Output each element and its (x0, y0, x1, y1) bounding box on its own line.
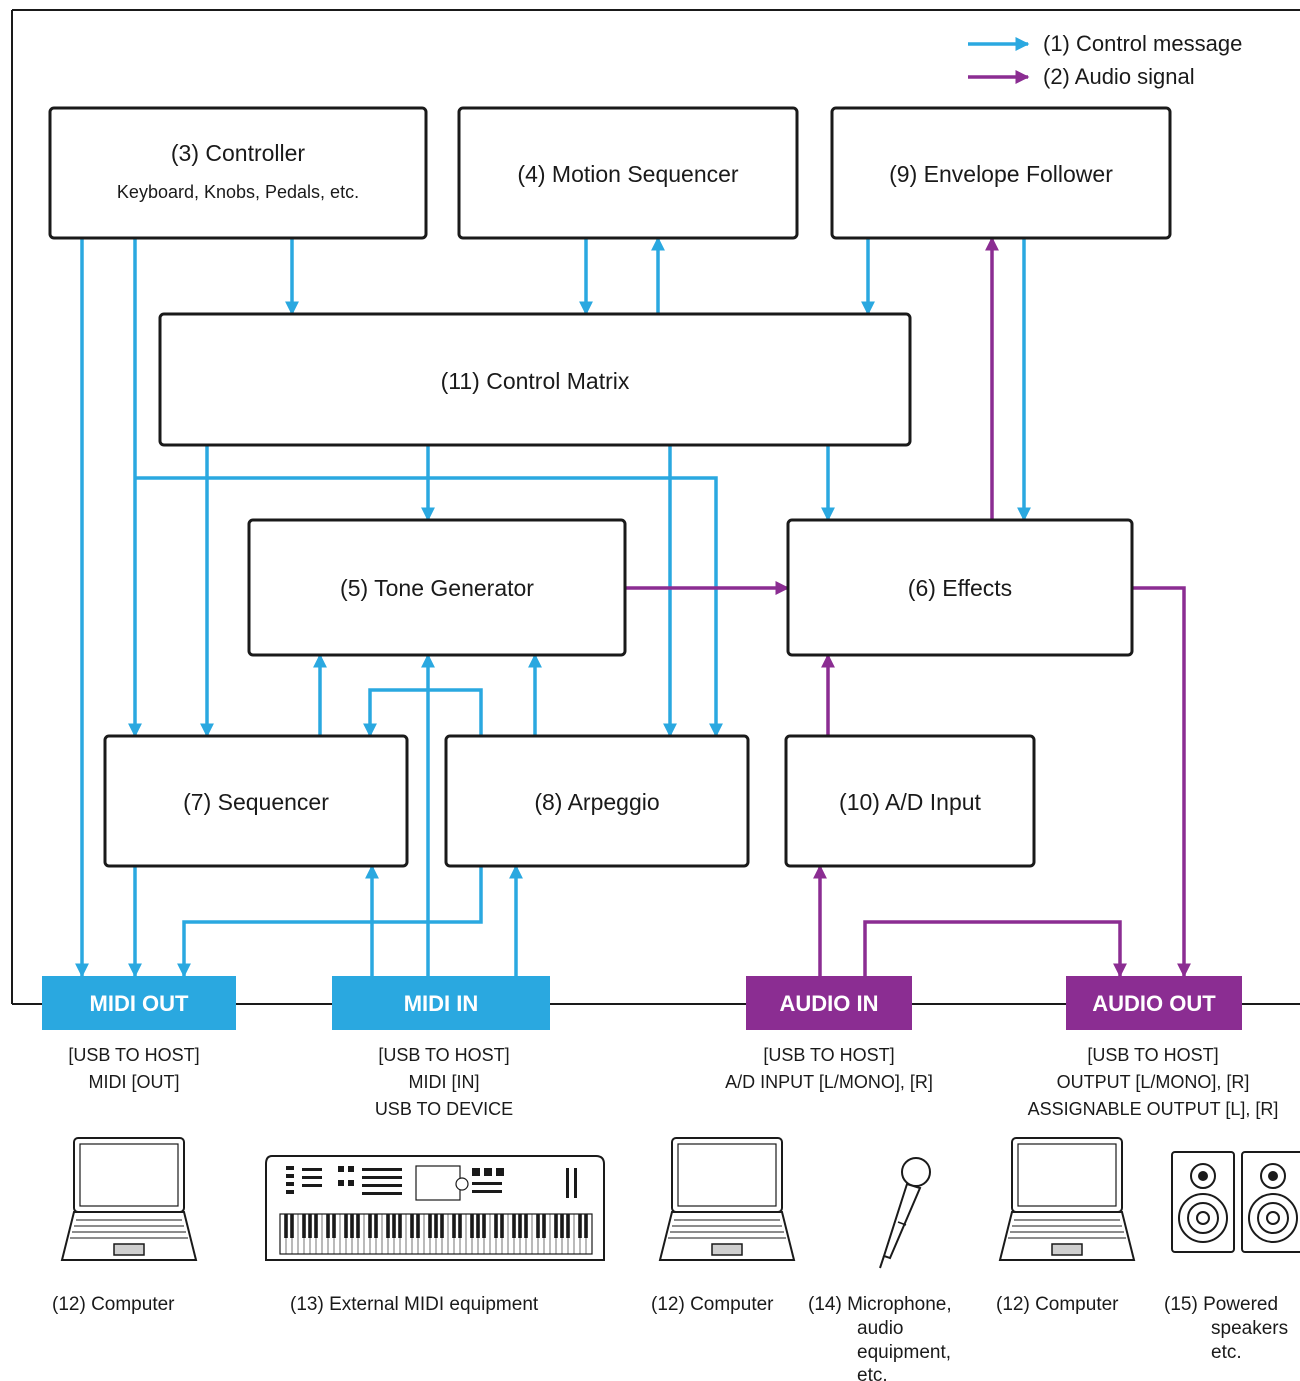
port-desc-line: USB TO DEVICE (375, 1099, 513, 1119)
block-controller-subtitle: Keyboard, Knobs, Pedals, etc. (117, 182, 359, 202)
block-sequencer: (7) Sequencer (103, 734, 409, 868)
device-label-line: (12) Computer (996, 1294, 1119, 1315)
port-midi-out-label: MIDI OUT (90, 991, 190, 1016)
microphone-icon (879, 1157, 931, 1269)
port-desc-line: [USB TO HOST] (378, 1045, 509, 1065)
port-audio-out: AUDIO OUT (1066, 976, 1242, 1030)
device-label-line: (15) Powered (1164, 1294, 1278, 1315)
port-midi-in-desc: [USB TO HOST] MIDI [IN] USB TO DEVICE (375, 1045, 513, 1119)
block-motion-sequencer: (4) Motion Sequencer (457, 106, 799, 240)
port-desc-line: MIDI [OUT] (89, 1072, 180, 1092)
port-desc-line: A/D INPUT [L/MONO], [R] (725, 1072, 933, 1092)
control-message-lines (75, 236, 1031, 978)
port-desc-line: MIDI [IN] (409, 1072, 480, 1092)
port-audio-out-desc: [USB TO HOST] OUTPUT [L/MONO], [R] ASSIG… (1028, 1045, 1279, 1119)
port-desc-line: [USB TO HOST] (763, 1045, 894, 1065)
device-label-line: etc. (1211, 1342, 1242, 1363)
device-label-computer-3: (12) Computer (996, 1294, 1119, 1315)
port-desc-line: ASSIGNABLE OUTPUT [L], [R] (1028, 1099, 1279, 1119)
block-control-matrix-title: (11) Control Matrix (441, 368, 630, 394)
block-effects-title: (6) Effects (908, 575, 1012, 601)
device-label-computer-1: (12) Computer (52, 1294, 175, 1315)
port-desc-line: [USB TO HOST] (68, 1045, 199, 1065)
speaker-icon (1171, 1151, 1300, 1253)
legend-audio-label: (2) Audio signal (1043, 64, 1195, 89)
port-desc-line: [USB TO HOST] (1087, 1045, 1218, 1065)
block-ad-input: (10) A/D Input (784, 734, 1036, 868)
device-label-line: (12) Computer (52, 1294, 175, 1315)
port-midi-out-desc: [USB TO HOST] MIDI [OUT] (68, 1045, 199, 1092)
device-label-line: equipment, (857, 1342, 951, 1363)
legend: (1) Control message (2) Audio signal (968, 31, 1242, 89)
block-tone-generator: (5) Tone Generator (247, 518, 627, 657)
audio-signal-lines (625, 236, 1191, 978)
keyboard-synth-icon (265, 1155, 605, 1261)
block-arpeggio: (8) Arpeggio (444, 734, 750, 868)
block-ad-input-title: (10) A/D Input (839, 789, 982, 815)
port-audio-in: AUDIO IN (746, 976, 912, 1030)
laptop-icon (998, 1137, 1136, 1261)
device-label-line: (14) Microphone, (808, 1294, 952, 1315)
block-motion-sequencer-title: (4) Motion Sequencer (517, 161, 739, 187)
block-control-matrix: (11) Control Matrix (158, 312, 912, 447)
laptop-icon (60, 1137, 198, 1261)
block-tone-generator-title: (5) Tone Generator (340, 575, 534, 601)
laptop-icon (658, 1137, 796, 1261)
port-audio-in-label: AUDIO IN (780, 991, 879, 1016)
device-label-speakers: (15) Powered speakers etc. (1164, 1294, 1288, 1363)
port-midi-out: MIDI OUT (42, 976, 236, 1030)
legend-control-label: (1) Control message (1043, 31, 1242, 56)
port-desc-line: OUTPUT [L/MONO], [R] (1057, 1072, 1250, 1092)
device-label-line: etc. (857, 1365, 888, 1381)
device-label-computer-2: (12) Computer (651, 1294, 774, 1315)
port-midi-in: MIDI IN (332, 976, 550, 1030)
device-label-line: audio (857, 1318, 904, 1339)
device-label-microphone: (14) Microphone, audio equipment, etc. (808, 1294, 952, 1381)
block-sequencer-title: (7) Sequencer (183, 789, 329, 815)
block-controller-title: (3) Controller (171, 140, 306, 166)
device-label-midi-equipment: (13) External MIDI equipment (290, 1294, 539, 1315)
block-effects: (6) Effects (786, 518, 1134, 657)
port-audio-out-label: AUDIO OUT (1092, 991, 1216, 1016)
block-controller: (3) Controller Keyboard, Knobs, Pedals, … (48, 106, 428, 240)
device-label-line: (13) External MIDI equipment (290, 1294, 539, 1315)
device-label-line: (12) Computer (651, 1294, 774, 1315)
port-audio-in-desc: [USB TO HOST] A/D INPUT [L/MONO], [R] (725, 1045, 933, 1092)
device-label-line: speakers (1211, 1318, 1288, 1339)
port-midi-in-label: MIDI IN (404, 991, 479, 1016)
block-envelope-follower: (9) Envelope Follower (830, 106, 1172, 240)
block-arpeggio-title: (8) Arpeggio (534, 789, 659, 815)
block-envelope-follower-title: (9) Envelope Follower (889, 161, 1113, 187)
